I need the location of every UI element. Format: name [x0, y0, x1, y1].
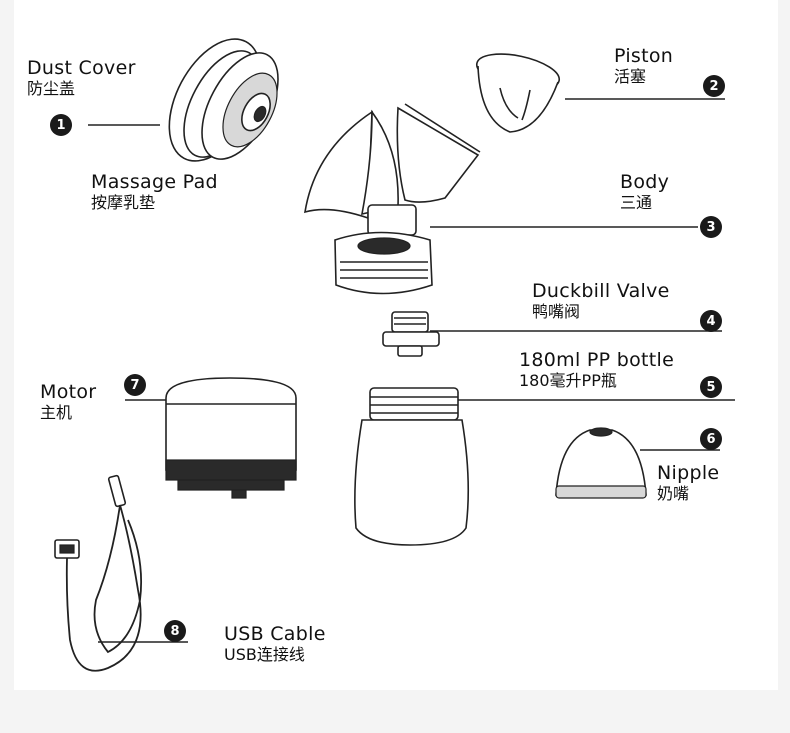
label-massage-pad-zh: 按摩乳垫	[91, 192, 156, 212]
label-motor: Motor 主机	[40, 382, 96, 421]
label-body-en: Body	[620, 171, 670, 193]
badge-duckbill-valve: 4	[700, 310, 722, 332]
label-duckbill-valve-en: Duckbill Valve	[532, 280, 670, 302]
label-piston-zh: 活塞	[614, 66, 647, 86]
label-massage-pad-en: Massage Pad	[91, 171, 218, 193]
label-nipple-zh: 奶嘴	[657, 483, 690, 503]
label-bottle: 180ml PP bottle 180毫升PP瓶	[519, 350, 674, 389]
label-piston-en: Piston	[614, 45, 674, 67]
body-drawing	[304, 103, 481, 295]
piston-drawing	[475, 53, 561, 133]
label-usb-cable-en: USB Cable	[224, 623, 326, 645]
badge-piston: 2	[703, 75, 725, 97]
bottle-drawing	[354, 387, 470, 546]
label-usb-cable: USB Cable USB连接线	[224, 624, 326, 663]
label-body-zh: 三通	[620, 192, 653, 212]
label-nipple: Nipple 奶嘴	[657, 463, 719, 502]
badge-bottle: 5	[700, 376, 722, 398]
badge-usb-cable: 8	[164, 620, 186, 642]
label-massage-pad: Massage Pad 按摩乳垫	[91, 172, 218, 211]
usb-cable-drawing	[54, 474, 143, 672]
motor-drawing	[165, 377, 297, 499]
badge-body: 3	[700, 216, 722, 238]
duckbill-valve-drawing	[382, 311, 440, 357]
label-dust-cover-en: Dust Cover	[27, 57, 136, 79]
massage-pad-drawing	[201, 52, 279, 160]
label-usb-cable-zh: USB连接线	[224, 644, 305, 664]
badge-dust-cover: 1	[50, 114, 72, 136]
badge-nipple: 6	[700, 428, 722, 450]
label-duckbill-valve-zh: 鸭嘴阀	[532, 301, 581, 321]
label-duckbill-valve: Duckbill Valve 鸭嘴阀	[532, 281, 670, 320]
label-dust-cover-zh: 防尘盖	[27, 78, 76, 98]
label-motor-en: Motor	[40, 381, 97, 403]
label-motor-zh: 主机	[40, 402, 73, 422]
label-nipple-en: Nipple	[657, 462, 720, 484]
label-dust-cover: Dust Cover 防尘盖	[27, 58, 136, 97]
nipple-drawing	[555, 427, 647, 499]
label-bottle-en: 180ml PP bottle	[519, 349, 675, 371]
badge-motor: 7	[124, 374, 146, 396]
label-piston: Piston 活塞	[614, 46, 673, 85]
label-body: Body 三通	[620, 172, 669, 211]
label-bottle-zh: 180毫升PP瓶	[519, 370, 617, 390]
